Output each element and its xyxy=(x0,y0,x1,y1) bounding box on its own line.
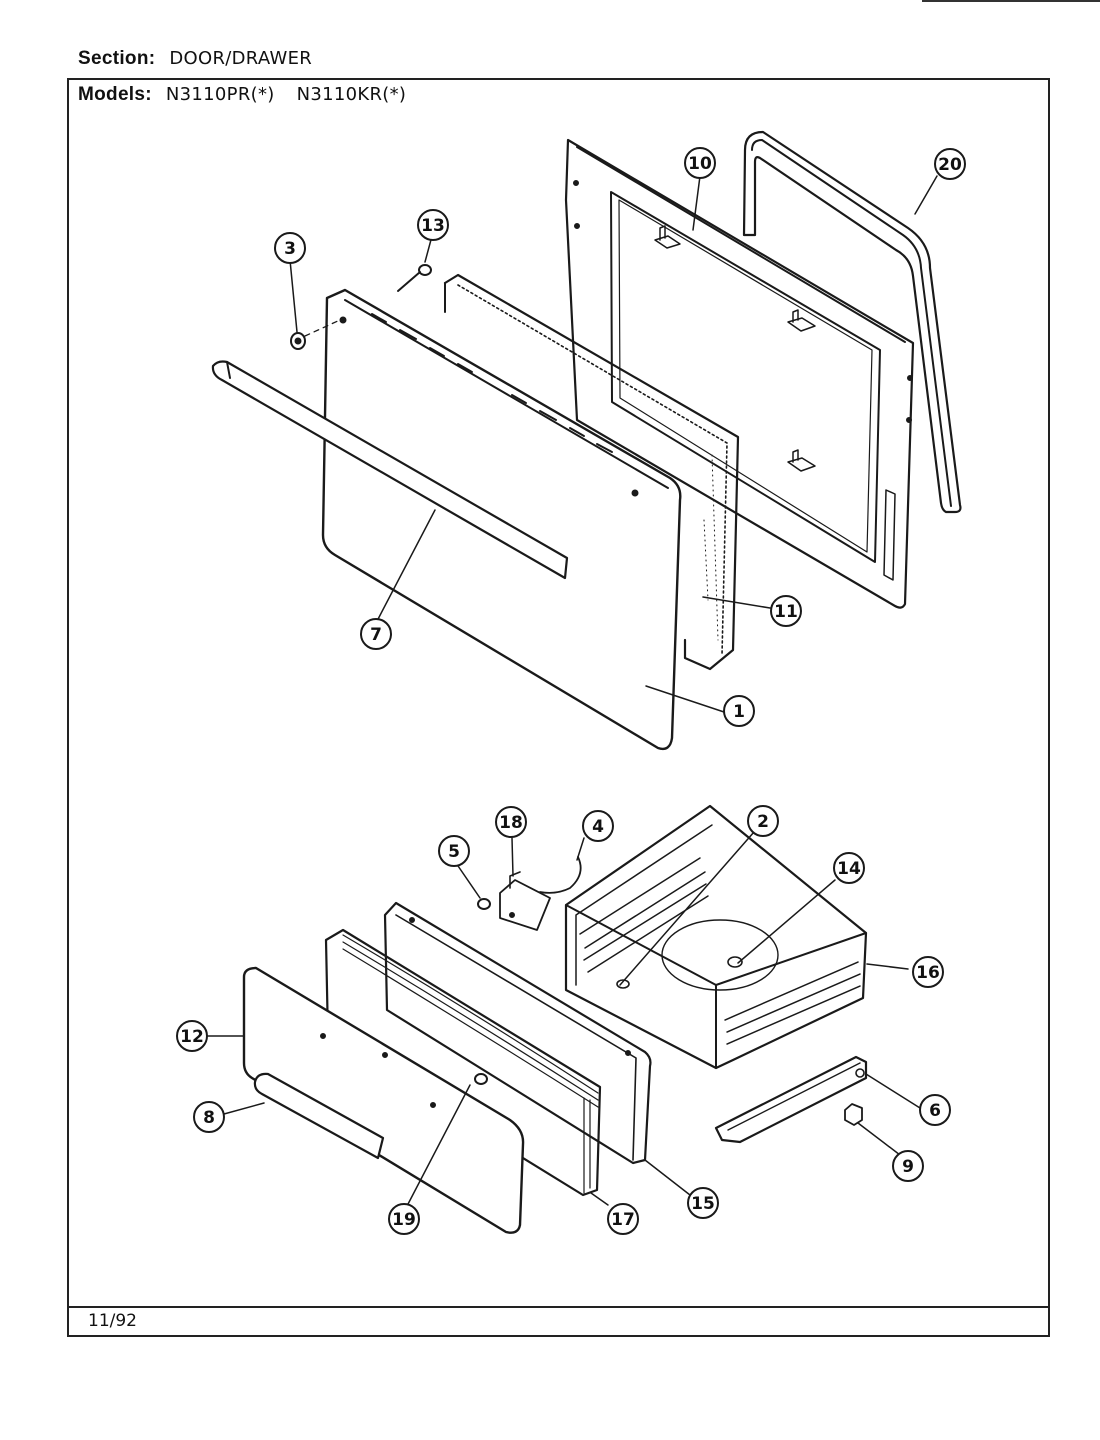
callout-14: 14 xyxy=(833,852,865,884)
footer-date: 11/92 xyxy=(88,1311,137,1331)
callout-15: 15 xyxy=(687,1187,719,1219)
callout-circle xyxy=(582,810,614,842)
drawer-handle-part xyxy=(253,1072,385,1160)
callout-number: 2 xyxy=(757,812,769,832)
callout-number: 13 xyxy=(421,216,445,236)
callout-number: 15 xyxy=(691,1194,715,1214)
callout-number: 14 xyxy=(837,859,861,879)
callout-number: 4 xyxy=(592,817,604,837)
callout-circle xyxy=(176,1020,208,1052)
callout-number: 7 xyxy=(370,625,382,645)
nut-part xyxy=(290,319,341,350)
callout-circle xyxy=(934,148,966,180)
drawer-rail-part xyxy=(714,1055,868,1144)
callout-circle xyxy=(495,806,527,838)
callout-circle xyxy=(892,1150,924,1182)
corner-mark xyxy=(922,0,1100,2)
callout-number: 10 xyxy=(688,154,712,174)
callout-10: 10 xyxy=(684,147,716,179)
callout-6: 6 xyxy=(919,1094,951,1126)
callout-4: 4 xyxy=(582,810,614,842)
callout-number: 19 xyxy=(392,1210,416,1230)
roller-clip-part xyxy=(844,1103,863,1126)
callout-number: 6 xyxy=(929,1101,941,1121)
callout-number: 12 xyxy=(180,1027,204,1047)
callout-number: 11 xyxy=(774,602,798,622)
model-2: N3110KR(*) xyxy=(296,84,407,105)
drawer-screw-part xyxy=(477,898,491,910)
callout-circle xyxy=(833,852,865,884)
door-gasket-part xyxy=(742,130,962,514)
callout-circle xyxy=(417,209,449,241)
callout-5: 5 xyxy=(438,835,470,867)
section-label: Section: xyxy=(78,48,156,69)
callout-circle xyxy=(438,835,470,867)
callout-circle xyxy=(747,805,779,837)
leader-lines xyxy=(205,175,938,1207)
callout-20: 20 xyxy=(934,148,966,180)
callout-9: 9 xyxy=(892,1150,924,1182)
drawer-body-part xyxy=(564,804,868,1070)
screw-part xyxy=(397,264,432,292)
models-label: Models: xyxy=(78,84,152,105)
drawer-inner-panel-part xyxy=(383,901,652,1165)
callout-2: 2 xyxy=(747,805,779,837)
callout-circle xyxy=(607,1203,639,1235)
callout-11: 11 xyxy=(770,595,802,627)
callout-7: 7 xyxy=(360,618,392,650)
door-handle-part xyxy=(211,360,569,580)
callout-number: 16 xyxy=(916,963,940,983)
section-value: DOOR/DRAWER xyxy=(169,48,313,69)
callout-circle xyxy=(360,618,392,650)
callout-17: 17 xyxy=(607,1203,639,1235)
footer-rule xyxy=(67,1306,1050,1308)
callout-circle xyxy=(770,595,802,627)
callout-12: 12 xyxy=(176,1020,208,1052)
callout-number: 17 xyxy=(611,1210,635,1230)
callout-3: 3 xyxy=(274,232,306,264)
callout-number: 20 xyxy=(938,155,962,175)
callout-number: 18 xyxy=(499,813,523,833)
callout-number: 1 xyxy=(733,702,745,722)
callout-circle xyxy=(684,147,716,179)
section-line: Section: DOOR/DRAWER xyxy=(78,48,312,70)
callout-13: 13 xyxy=(417,209,449,241)
drawer-fastener-part xyxy=(474,1073,488,1085)
callout-circle xyxy=(193,1101,225,1133)
callout-circle xyxy=(723,695,755,727)
insulation-pad-part xyxy=(443,273,740,671)
wire-part xyxy=(539,856,582,894)
callout-circle xyxy=(912,956,944,988)
callout-8: 8 xyxy=(193,1101,225,1133)
model-1: N3110PR(*) xyxy=(165,84,275,105)
callout-16: 16 xyxy=(912,956,944,988)
callout-circle xyxy=(388,1203,420,1235)
callout-number: 5 xyxy=(448,842,460,862)
diagram-frame xyxy=(67,78,1050,1337)
callout-number: 8 xyxy=(203,1108,215,1128)
drawer-bracket-part xyxy=(499,871,551,931)
callout-19: 19 xyxy=(388,1203,420,1235)
callout-number: 3 xyxy=(284,239,296,259)
callout-circle xyxy=(919,1094,951,1126)
callout-18: 18 xyxy=(495,806,527,838)
callout-1: 1 xyxy=(723,695,755,727)
models-line: Models: N3110PR(*) N3110KR(*) xyxy=(78,84,428,106)
drawer-front-panel-part xyxy=(242,966,525,1234)
callout-number: 9 xyxy=(902,1157,914,1177)
callout-circle xyxy=(274,232,306,264)
callout-circle xyxy=(687,1187,719,1219)
